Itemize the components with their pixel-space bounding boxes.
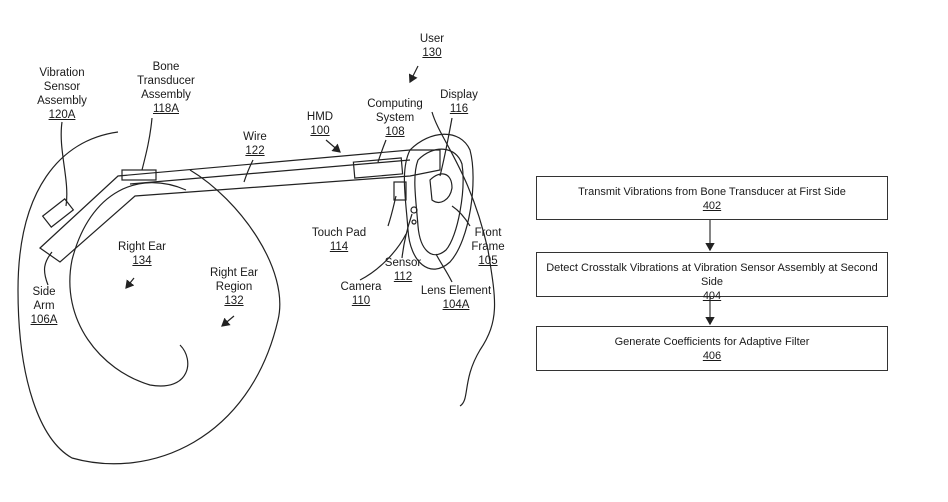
label-sensor: Sensor 112 xyxy=(384,257,422,283)
label-user: User 130 xyxy=(419,33,445,59)
user-profile xyxy=(431,111,496,407)
bone-transducer-box xyxy=(121,169,157,181)
label-touch-pad: Touch Pad 114 xyxy=(311,227,367,253)
flow-step-406: Generate Coefficients for Adaptive Filte… xyxy=(536,326,888,371)
label-display: Display 116 xyxy=(440,89,478,115)
label-vibration-sensor: Vibration Sensor Assembly 120A xyxy=(37,67,87,121)
camera-lens xyxy=(410,206,418,214)
label-wire: Wire 122 xyxy=(243,131,267,157)
label-bone-transducer: Bone Transducer Assembly 118A xyxy=(137,61,195,115)
label-right-ear: Right Ear 134 xyxy=(118,241,166,267)
flow-step-402: Transmit Vibrations from Bone Transducer… xyxy=(536,176,888,220)
display-shape xyxy=(429,173,453,203)
label-side-arm: Side Arm 106A xyxy=(30,286,58,326)
computing-system-box xyxy=(352,157,404,179)
label-lens-element: Lens Element 104A xyxy=(420,285,492,311)
label-camera: Camera 110 xyxy=(340,281,382,307)
label-hmd: HMD 100 xyxy=(306,111,334,137)
label-computing-system: Computing System 108 xyxy=(367,98,423,138)
vibration-sensor-box xyxy=(41,198,75,228)
flow-step-404: Detect Crosstalk Vibrations at Vibration… xyxy=(536,252,888,302)
label-right-ear-region: Right Ear Region 132 xyxy=(210,267,258,307)
label-front-frame: Front Frame 105 xyxy=(471,227,505,267)
head-outline xyxy=(17,131,281,465)
front-frame xyxy=(403,133,474,270)
touch-pad-grid xyxy=(393,181,407,201)
right-ear-shape xyxy=(69,182,189,387)
side-arm xyxy=(39,149,441,263)
